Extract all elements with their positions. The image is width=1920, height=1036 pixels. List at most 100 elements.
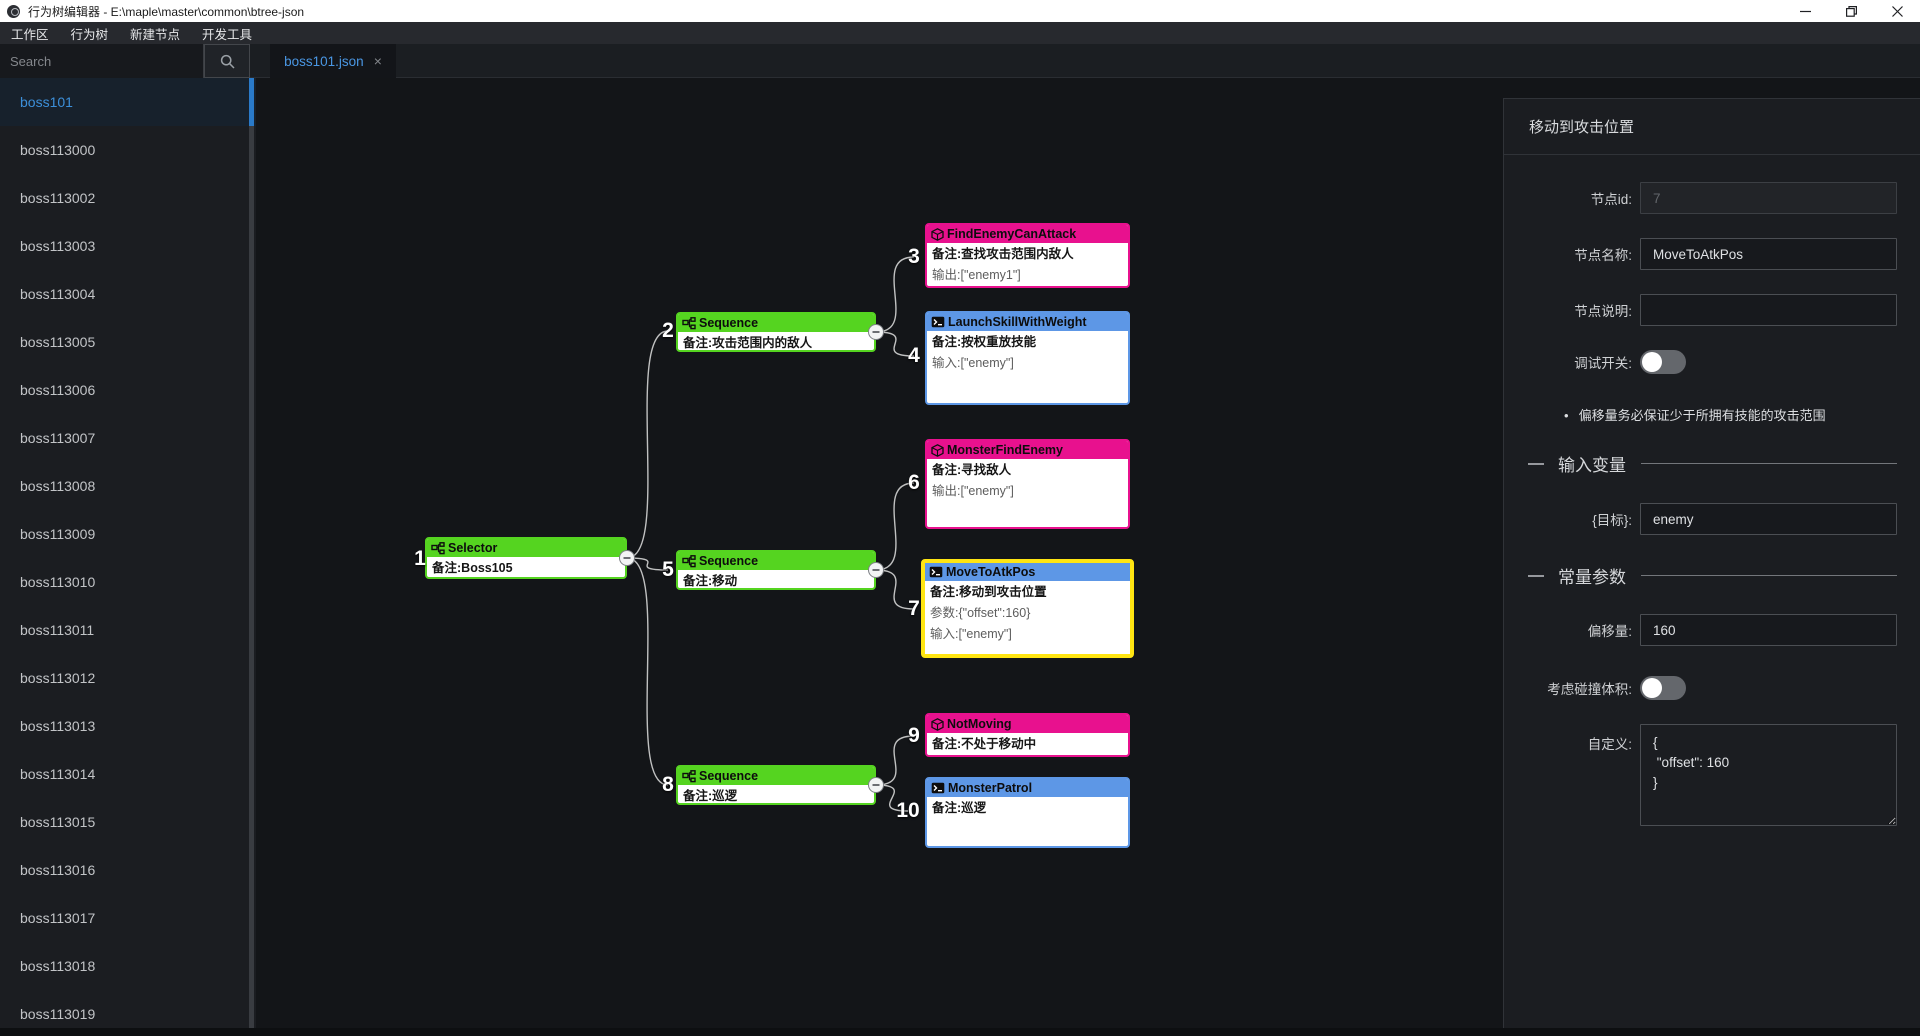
node-line: 备注:寻找敌人 bbox=[932, 463, 1012, 477]
panel-title: 移动到攻击位置 bbox=[1504, 99, 1920, 155]
search-button[interactable] bbox=[204, 44, 250, 78]
minimize-button[interactable] bbox=[1782, 0, 1828, 22]
sidebar-item-boss113014[interactable]: boss113014 bbox=[0, 750, 256, 798]
sidebar-item-label: boss113014 bbox=[20, 766, 96, 782]
tab-boss101-json[interactable]: boss101.json × bbox=[270, 44, 396, 78]
node-title: MonsterFindEnemy bbox=[947, 443, 1063, 457]
tab-label: boss101.json bbox=[284, 53, 364, 69]
node-desc-field[interactable] bbox=[1640, 294, 1897, 326]
sidebar-item-boss113017[interactable]: boss113017 bbox=[0, 894, 256, 942]
sidebar-item-label: boss113007 bbox=[20, 430, 96, 446]
offset-label: 偏移量: bbox=[1587, 624, 1632, 639]
sidebar-scrollbar[interactable] bbox=[249, 78, 254, 1028]
node-title: MonsterPatrol bbox=[948, 781, 1033, 795]
cube-icon bbox=[931, 717, 944, 731]
offset-field[interactable] bbox=[1640, 614, 1897, 646]
node-line: 输入:["enemy"] bbox=[932, 356, 1014, 370]
debug-toggle-row: 调试开关: bbox=[1528, 350, 1897, 374]
bt-node-Sequence[interactable]: Sequence 备注:巡逻 bbox=[676, 765, 876, 805]
sidebar-item-boss113012[interactable]: boss113012 bbox=[0, 654, 256, 702]
maximize-button[interactable] bbox=[1828, 0, 1874, 22]
collision-toggle[interactable] bbox=[1640, 676, 1686, 700]
section-title: 输入变量 bbox=[1558, 456, 1626, 475]
sidebar-item-label: boss113015 bbox=[20, 814, 96, 830]
node-line: 备注:巡逻 bbox=[683, 789, 738, 803]
menu-item-1[interactable]: 行为树 bbox=[70, 27, 109, 42]
collision-toggle-label: 考虑碰撞体积: bbox=[1547, 682, 1632, 697]
menu-item-0[interactable]: 工作区 bbox=[11, 27, 49, 42]
tab-close-icon[interactable]: × bbox=[373, 53, 382, 69]
node-title: Sequence bbox=[699, 769, 759, 783]
node-line: 备注:移动到攻击位置 bbox=[930, 585, 1047, 599]
node-title: NotMoving bbox=[947, 717, 1012, 731]
node-body: 备注:按权重放技能输入:["enemy"] bbox=[927, 331, 1128, 376]
section-dash-icon bbox=[1528, 574, 1544, 577]
debug-toggle-label: 调试开关: bbox=[1574, 356, 1632, 371]
terminal-icon bbox=[931, 316, 945, 328]
node-line: 备注:不处于移动中 bbox=[932, 737, 1037, 751]
sidebar-item-boss113019[interactable]: boss113019 bbox=[0, 990, 256, 1036]
terminal-icon bbox=[931, 782, 945, 794]
section-dash-icon bbox=[1528, 462, 1544, 465]
sidebar-item-boss113008[interactable]: boss113008 bbox=[0, 462, 256, 510]
search-icon bbox=[220, 54, 235, 69]
sidebar-item-label: boss113003 bbox=[20, 238, 96, 254]
custom-json-field[interactable]: { "offset": 160 } bbox=[1640, 724, 1897, 826]
sidebar-item-boss101[interactable]: boss101 bbox=[0, 78, 256, 126]
sidebar-item-boss113011[interactable]: boss113011 bbox=[0, 606, 256, 654]
collision-toggle-row: 考虑碰撞体积: bbox=[1528, 676, 1897, 700]
sidebar-item-label: boss113006 bbox=[20, 382, 96, 398]
node-id-label: 节点id: bbox=[1590, 192, 1632, 207]
sidebar-item-boss113005[interactable]: boss113005 bbox=[0, 318, 256, 366]
sidebar-item-boss113018[interactable]: boss113018 bbox=[0, 942, 256, 990]
sidebar-item-boss113010[interactable]: boss113010 bbox=[0, 558, 256, 606]
sidebar-item-boss113016[interactable]: boss113016 bbox=[0, 846, 256, 894]
sidebar-item-boss113015[interactable]: boss113015 bbox=[0, 798, 256, 846]
node-name-label: 节点名称: bbox=[1574, 248, 1632, 263]
sidebar-item-boss113003[interactable]: boss113003 bbox=[0, 222, 256, 270]
sidebar-item-boss113007[interactable]: boss113007 bbox=[0, 414, 256, 462]
section-rule bbox=[1641, 463, 1897, 464]
sidebar-item-boss113006[interactable]: boss113006 bbox=[0, 366, 256, 414]
note-text: 偏移量务必保证少于所拥有技能的攻击范围 bbox=[1578, 408, 1826, 423]
sidebar-item-label: boss113018 bbox=[20, 958, 96, 974]
sidebar-item-label: boss113011 bbox=[20, 622, 95, 638]
toggle-knob bbox=[1642, 352, 1662, 372]
debug-toggle[interactable] bbox=[1640, 350, 1686, 374]
menu-item-2[interactable]: 新建节点 bbox=[130, 27, 181, 42]
selected-item-accent bbox=[249, 78, 254, 126]
node-body: 备注:巡逻 bbox=[678, 785, 874, 803]
sidebar: boss101 boss113000 boss113002 boss113003 bos… bbox=[0, 78, 256, 1028]
sidebar-item-label: boss113016 bbox=[20, 862, 96, 878]
offset-note: • 偏移量务必保证少于所拥有技能的攻击范围 bbox=[1564, 408, 1896, 424]
sidebar-item-boss113009[interactable]: boss113009 bbox=[0, 510, 256, 558]
sidebar-item-label: boss113000 bbox=[20, 142, 96, 158]
custom-json-row: 自定义: { "offset": 160 } bbox=[1528, 724, 1897, 826]
bt-node-NotMoving[interactable]: NotMoving 备注:不处于移动中 bbox=[925, 713, 1130, 757]
sidebar-item-boss113013[interactable]: boss113013 bbox=[0, 702, 256, 750]
sidebar-item-boss113000[interactable]: boss113000 bbox=[0, 126, 256, 174]
node-name-field[interactable] bbox=[1640, 238, 1897, 270]
sidebar-item-label: boss113002 bbox=[20, 190, 96, 206]
target-label: {目标}: bbox=[1592, 513, 1632, 528]
node-body: 备注:移动到攻击位置参数:{"offset":160}输入:["enemy"] bbox=[925, 581, 1130, 647]
menu-item-3[interactable]: 开发工具 bbox=[202, 27, 253, 42]
search-input[interactable] bbox=[0, 44, 204, 78]
node-body: 备注:寻找敌人输出:["enemy"] bbox=[927, 459, 1128, 504]
section-title: 常量参数 bbox=[1558, 568, 1626, 587]
close-button[interactable] bbox=[1874, 0, 1920, 22]
bt-node-MonsterFindEnemy[interactable]: MonsterFindEnemy 备注:寻找敌人输出:["enemy"] bbox=[925, 439, 1130, 529]
node-body: 备注:查找攻击范围内敌人输出:["enemy1"] bbox=[927, 243, 1128, 286]
node-body: 备注:攻击范围内的敌人 bbox=[678, 332, 874, 350]
sidebar-item-boss113002[interactable]: boss113002 bbox=[0, 174, 256, 222]
target-field[interactable] bbox=[1640, 503, 1897, 535]
node-name-row: 节点名称: bbox=[1528, 238, 1897, 270]
sidebar-item-boss113004[interactable]: boss113004 bbox=[0, 270, 256, 318]
